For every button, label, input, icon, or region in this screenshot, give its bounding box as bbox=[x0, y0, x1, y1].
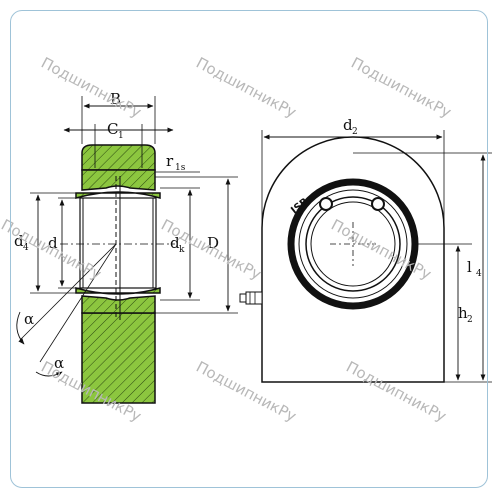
housing-shank-section bbox=[81, 312, 156, 404]
label-D: D bbox=[207, 234, 219, 252]
cross-section-view: B C 1 r 1s d 4 d d bbox=[14, 90, 238, 404]
bearing-bore bbox=[310, 201, 396, 287]
label-dk-sub: k bbox=[179, 245, 185, 255]
label-h2: h bbox=[458, 304, 468, 322]
label-C1: C bbox=[107, 120, 118, 138]
grease-nipple bbox=[239, 291, 263, 305]
outer-ring-lower bbox=[81, 295, 156, 314]
bearing-inner-ring bbox=[305, 196, 401, 292]
front-view: ISB d 2 l 4 h 2 bbox=[239, 116, 492, 383]
label-alpha-1: α bbox=[24, 310, 34, 328]
label-l4: l bbox=[467, 258, 472, 276]
label-dk: d bbox=[170, 234, 180, 252]
bore-outline bbox=[79, 197, 157, 289]
label-d4-sub: 4 bbox=[23, 243, 29, 253]
inner-ring-upper bbox=[75, 191, 161, 199]
label-r1s-sub: 1s bbox=[175, 163, 186, 173]
label-d4: d bbox=[14, 232, 24, 250]
label-d2-sub: 2 bbox=[352, 127, 358, 137]
housing-head-section bbox=[81, 144, 156, 171]
rounded-frame bbox=[10, 10, 488, 488]
label-B: B bbox=[110, 90, 121, 108]
bearing-ring-2 bbox=[298, 189, 408, 299]
inner-ring-lower bbox=[75, 287, 161, 295]
lube-slot-right bbox=[371, 197, 385, 211]
lube-slot-left bbox=[319, 197, 333, 211]
label-l4-sub: 4 bbox=[476, 269, 482, 279]
label-d2: d bbox=[343, 116, 353, 134]
label-h2-sub: 2 bbox=[467, 315, 473, 325]
label-d: d bbox=[48, 234, 58, 252]
label-C1-sub: 1 bbox=[118, 131, 124, 141]
label-alpha-2: α bbox=[54, 354, 64, 372]
label-r1s: r bbox=[166, 152, 174, 170]
